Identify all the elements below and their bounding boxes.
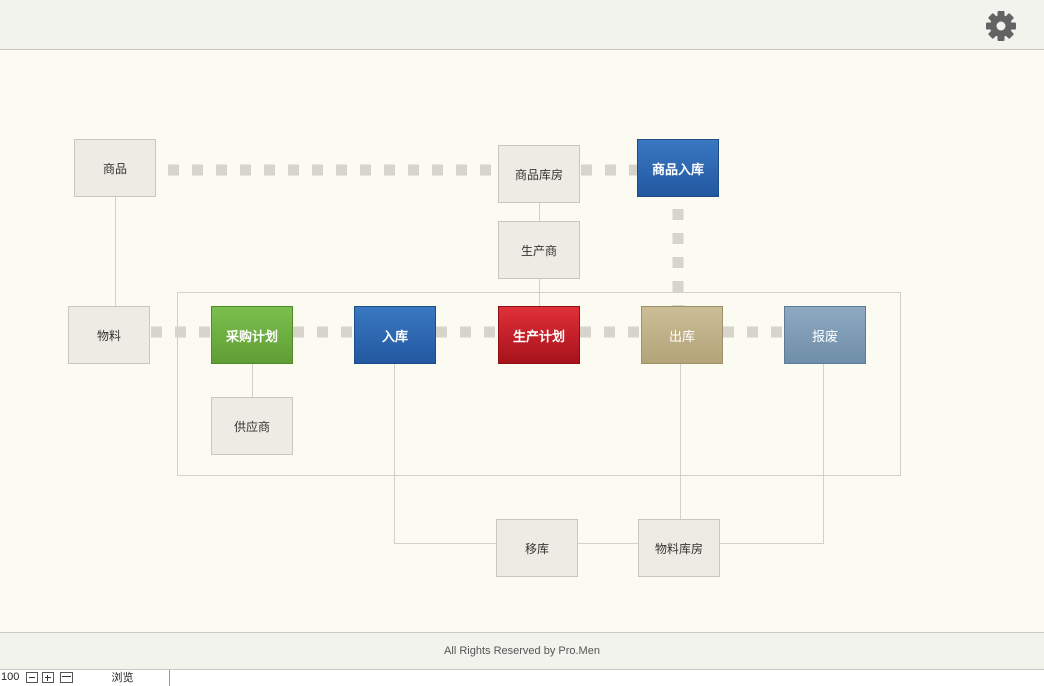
diagram-canvas: 商品 商品库房 商品入库 生产商 物料 采购计划 入库 生产计划 出库 报废 供… [0,50,1044,632]
zoom-level: 100 [1,671,20,683]
node-label: 物料 [96,328,121,343]
node-label: 生产计划 [512,328,565,344]
node-label: 商品 [102,161,127,176]
zoom-out-button[interactable] [26,672,38,683]
node-label: 移库 [524,541,549,556]
node-baofei[interactable]: 报废 [784,306,866,364]
tab-browse[interactable]: 浏览 [76,670,170,686]
node-shengchan-jihua[interactable]: 生产计划 [498,306,580,364]
diagram-connectors [115,164,901,544]
fit-window-button[interactable] [60,672,73,683]
node-ruku[interactable]: 入库 [354,306,436,364]
node-label: 供应商 [233,419,270,434]
node-chuku[interactable]: 出库 [641,306,723,364]
node-label: 商品库房 [514,167,563,182]
gear-icon[interactable] [984,9,1018,43]
node-shengchanshang[interactable]: 生产商 [498,221,580,279]
node-wuliao[interactable]: 物料 [68,306,150,364]
footer-copyright: All Rights Reserved by Pro.Men [444,645,600,657]
node-label: 入库 [381,328,408,344]
node-shangpin-ruku[interactable]: 商品入库 [637,139,719,197]
node-wuliao-kufang[interactable]: 物料库房 [638,519,720,577]
node-gongyingshang[interactable]: 供应商 [211,397,293,455]
status-bar: 100 浏览 [0,670,1044,686]
node-label: 商品入库 [651,161,704,177]
node-shangpin-kufang[interactable]: 商品库房 [498,145,580,203]
node-label: 采购计划 [225,328,278,344]
node-caigou-jihua[interactable]: 采购计划 [211,306,293,364]
node-label: 物料库房 [654,541,703,556]
connector-line [720,363,824,544]
node-label: 生产商 [520,243,557,258]
node-label: 报废 [811,328,838,344]
node-shangpin[interactable]: 商品 [74,139,156,197]
zoom-in-button[interactable] [42,672,54,683]
footer: All Rights Reserved by Pro.Men [0,632,1044,670]
node-yiku[interactable]: 移库 [496,519,578,577]
node-label: 出库 [668,328,695,344]
top-toolbar [0,0,1044,50]
connector-line [394,363,496,544]
